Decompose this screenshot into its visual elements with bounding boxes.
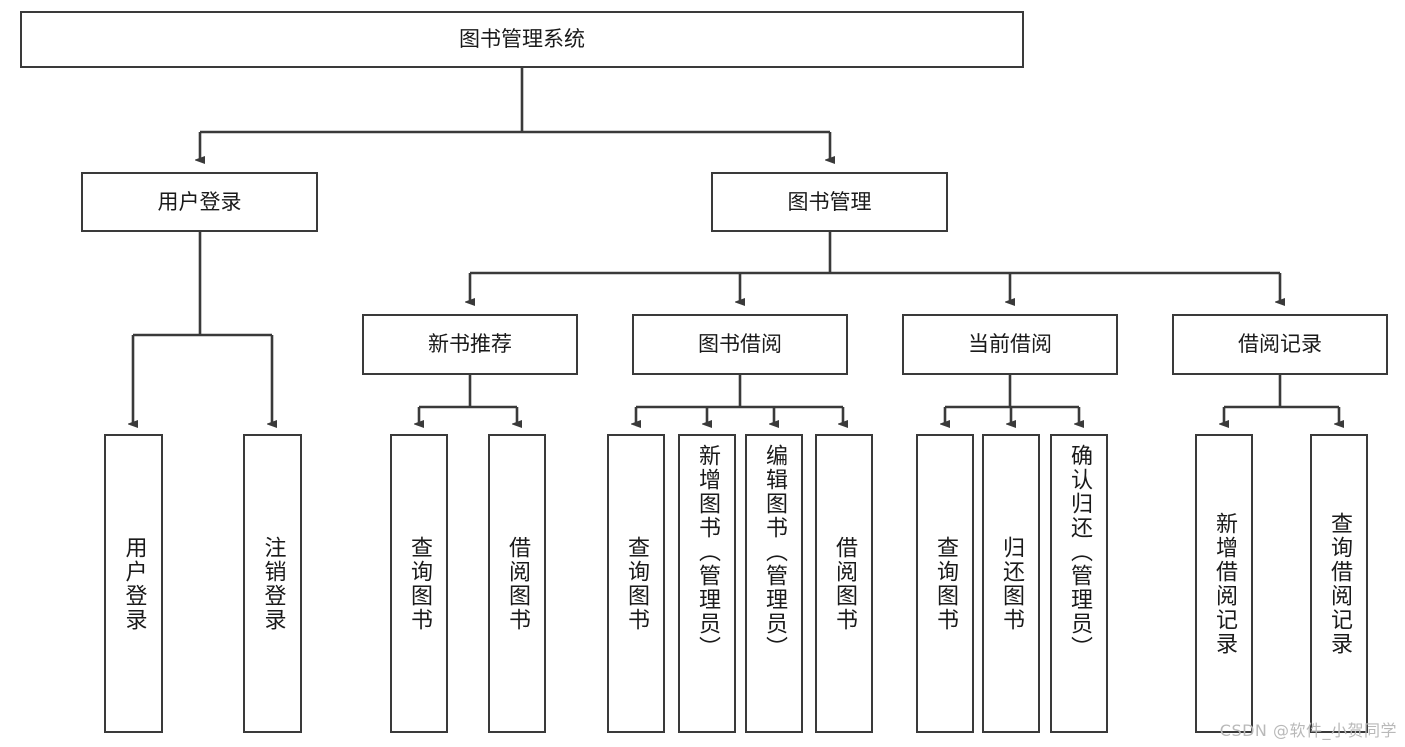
- node-label: 新增图书（管理员）: [695, 444, 720, 660]
- node-label: 归还图书: [999, 535, 1024, 632]
- leaf-current-borrow-query[interactable]: 查询图书: [916, 434, 974, 733]
- leaf-user-login-login[interactable]: 用户登录: [104, 434, 163, 733]
- leaf-book-borrow-borrow[interactable]: 借阅图书: [815, 434, 873, 733]
- node-label: 新增借阅记录: [1212, 511, 1237, 656]
- leaf-book-borrow-edit[interactable]: 编辑图书（管理员）: [745, 434, 803, 733]
- node-label: 图书管理: [787, 189, 872, 214]
- node-label: 查询图书: [624, 535, 649, 632]
- leaf-current-borrow-confirm-return[interactable]: 确认归还（管理员）: [1050, 434, 1108, 733]
- node-label: 查询图书: [407, 535, 432, 632]
- node-current-borrow[interactable]: 当前借阅: [902, 314, 1118, 375]
- node-label: 借阅记录: [1238, 332, 1322, 357]
- leaf-user-login-logout[interactable]: 注销登录: [243, 434, 302, 733]
- node-label: 查询图书: [933, 535, 958, 632]
- node-label: 新书推荐: [428, 332, 512, 357]
- leaf-borrow-record-add[interactable]: 新增借阅记录: [1195, 434, 1253, 733]
- leaf-book-borrow-add[interactable]: 新增图书（管理员）: [678, 434, 736, 733]
- node-label: 注销登录: [260, 535, 286, 632]
- leaf-borrow-record-query[interactable]: 查询借阅记录: [1310, 434, 1368, 733]
- node-new-book-recommend[interactable]: 新书推荐: [362, 314, 578, 375]
- leaf-new-book-borrow[interactable]: 借阅图书: [488, 434, 546, 733]
- node-book-borrow[interactable]: 图书借阅: [632, 314, 848, 375]
- node-label: 编辑图书（管理员）: [762, 444, 787, 660]
- node-label: 用户登录: [157, 189, 242, 214]
- node-label: 借阅图书: [505, 535, 530, 632]
- node-label: 查询借阅记录: [1327, 511, 1352, 656]
- node-label: 图书借阅: [698, 332, 782, 357]
- node-label: 当前借阅: [968, 332, 1052, 357]
- leaf-new-book-query[interactable]: 查询图书: [390, 434, 448, 733]
- node-label: 借阅图书: [832, 535, 857, 632]
- leaf-book-borrow-query[interactable]: 查询图书: [607, 434, 665, 733]
- node-book-management[interactable]: 图书管理: [711, 172, 948, 232]
- node-label: 图书管理系统: [459, 27, 585, 52]
- node-label: 确认归还（管理员）: [1067, 444, 1092, 660]
- node-root-system[interactable]: 图书管理系统: [20, 11, 1024, 68]
- csdn-watermark: CSDN @软件_小贺同学: [1219, 721, 1397, 740]
- node-user-login[interactable]: 用户登录: [81, 172, 318, 232]
- leaf-current-borrow-return[interactable]: 归还图书: [982, 434, 1040, 733]
- node-borrow-record[interactable]: 借阅记录: [1172, 314, 1388, 375]
- node-label: 用户登录: [121, 535, 147, 632]
